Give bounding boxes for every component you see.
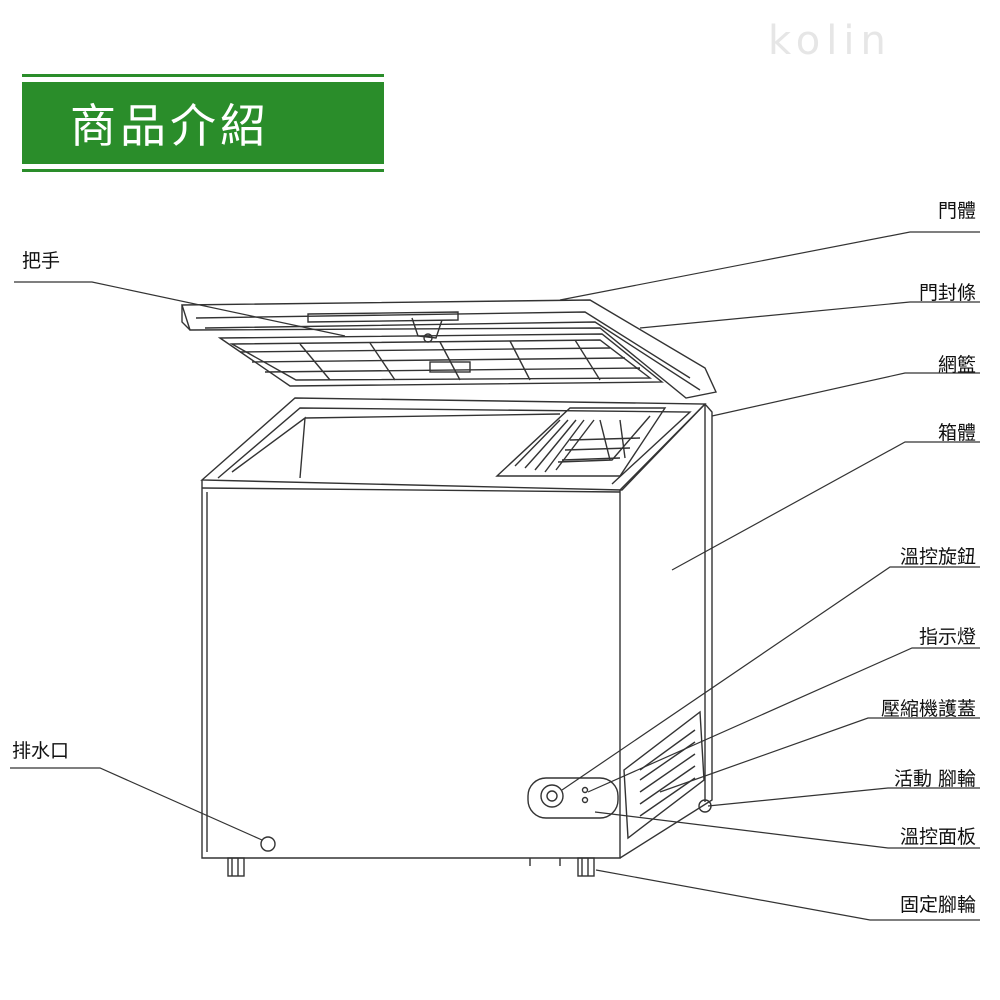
section-banner: 商品介紹 bbox=[22, 74, 384, 172]
label-door-body: 門體 bbox=[937, 200, 976, 222]
banner-title: 商品介紹 bbox=[70, 99, 270, 153]
lid bbox=[181, 299, 718, 399]
leader-door-body bbox=[559, 231, 980, 301]
leader-handle bbox=[14, 281, 346, 337]
label-fixed-foot: 固定腳輪 bbox=[899, 894, 976, 916]
cabinet-opening bbox=[200, 397, 707, 491]
leader-door-seal bbox=[639, 301, 980, 329]
label-handle: 把手 bbox=[22, 250, 61, 272]
label-basket: 網籃 bbox=[937, 354, 976, 376]
label-cabinet: 箱體 bbox=[937, 422, 976, 444]
brand-watermark: kolin bbox=[768, 18, 892, 64]
leader-indicator bbox=[587, 647, 980, 793]
label-indicator: 指示燈 bbox=[918, 626, 976, 648]
banner-top-rule bbox=[22, 74, 384, 77]
banner-band bbox=[22, 82, 384, 164]
banner-bottom-rule bbox=[22, 169, 384, 172]
leader-fixed-foot bbox=[595, 869, 980, 921]
leader-compressor-cover bbox=[659, 717, 980, 793]
label-thermostat-knob: 溫控旋鈕 bbox=[899, 546, 976, 568]
leader-thermostat-knob bbox=[561, 566, 980, 791]
leader-drain bbox=[10, 767, 263, 841]
label-control-panel: 溫控面板 bbox=[899, 826, 976, 848]
label-door-seal: 門封條 bbox=[918, 282, 976, 304]
leader-caster bbox=[707, 787, 980, 807]
wire-basket bbox=[495, 407, 667, 477]
leader-control-panel bbox=[594, 811, 980, 849]
cabinet-body bbox=[201, 402, 713, 877]
leader-cabinet bbox=[671, 441, 980, 571]
leader-basket bbox=[711, 372, 980, 417]
label-drain: 排水口 bbox=[12, 740, 70, 762]
label-caster: 活動 腳輪 bbox=[893, 768, 976, 790]
leader-lines bbox=[10, 231, 980, 921]
label-compressor-cover: 壓縮機護蓋 bbox=[880, 698, 976, 720]
